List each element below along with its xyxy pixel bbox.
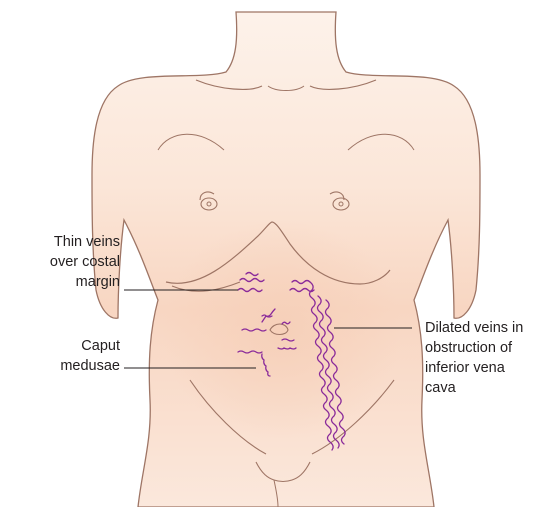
label-thin-veins-costal-margin: Thin veins over costal margin — [0, 232, 120, 292]
label-line: inferior vena — [425, 358, 543, 378]
label-dilated-veins-ivc: Dilated veins in obstruction of inferior… — [425, 318, 543, 398]
label-line: Thin veins — [0, 232, 120, 252]
label-line: obstruction of — [425, 338, 543, 358]
label-line: Caput — [0, 336, 120, 356]
label-line: margin — [0, 272, 120, 292]
abdomen-shading — [162, 220, 402, 440]
label-line: cava — [425, 378, 543, 398]
label-line: Dilated veins in — [425, 318, 543, 338]
label-line: over costal — [0, 252, 120, 272]
label-line: medusae — [0, 356, 120, 376]
label-caput-medusae: Caput medusae — [0, 336, 120, 376]
